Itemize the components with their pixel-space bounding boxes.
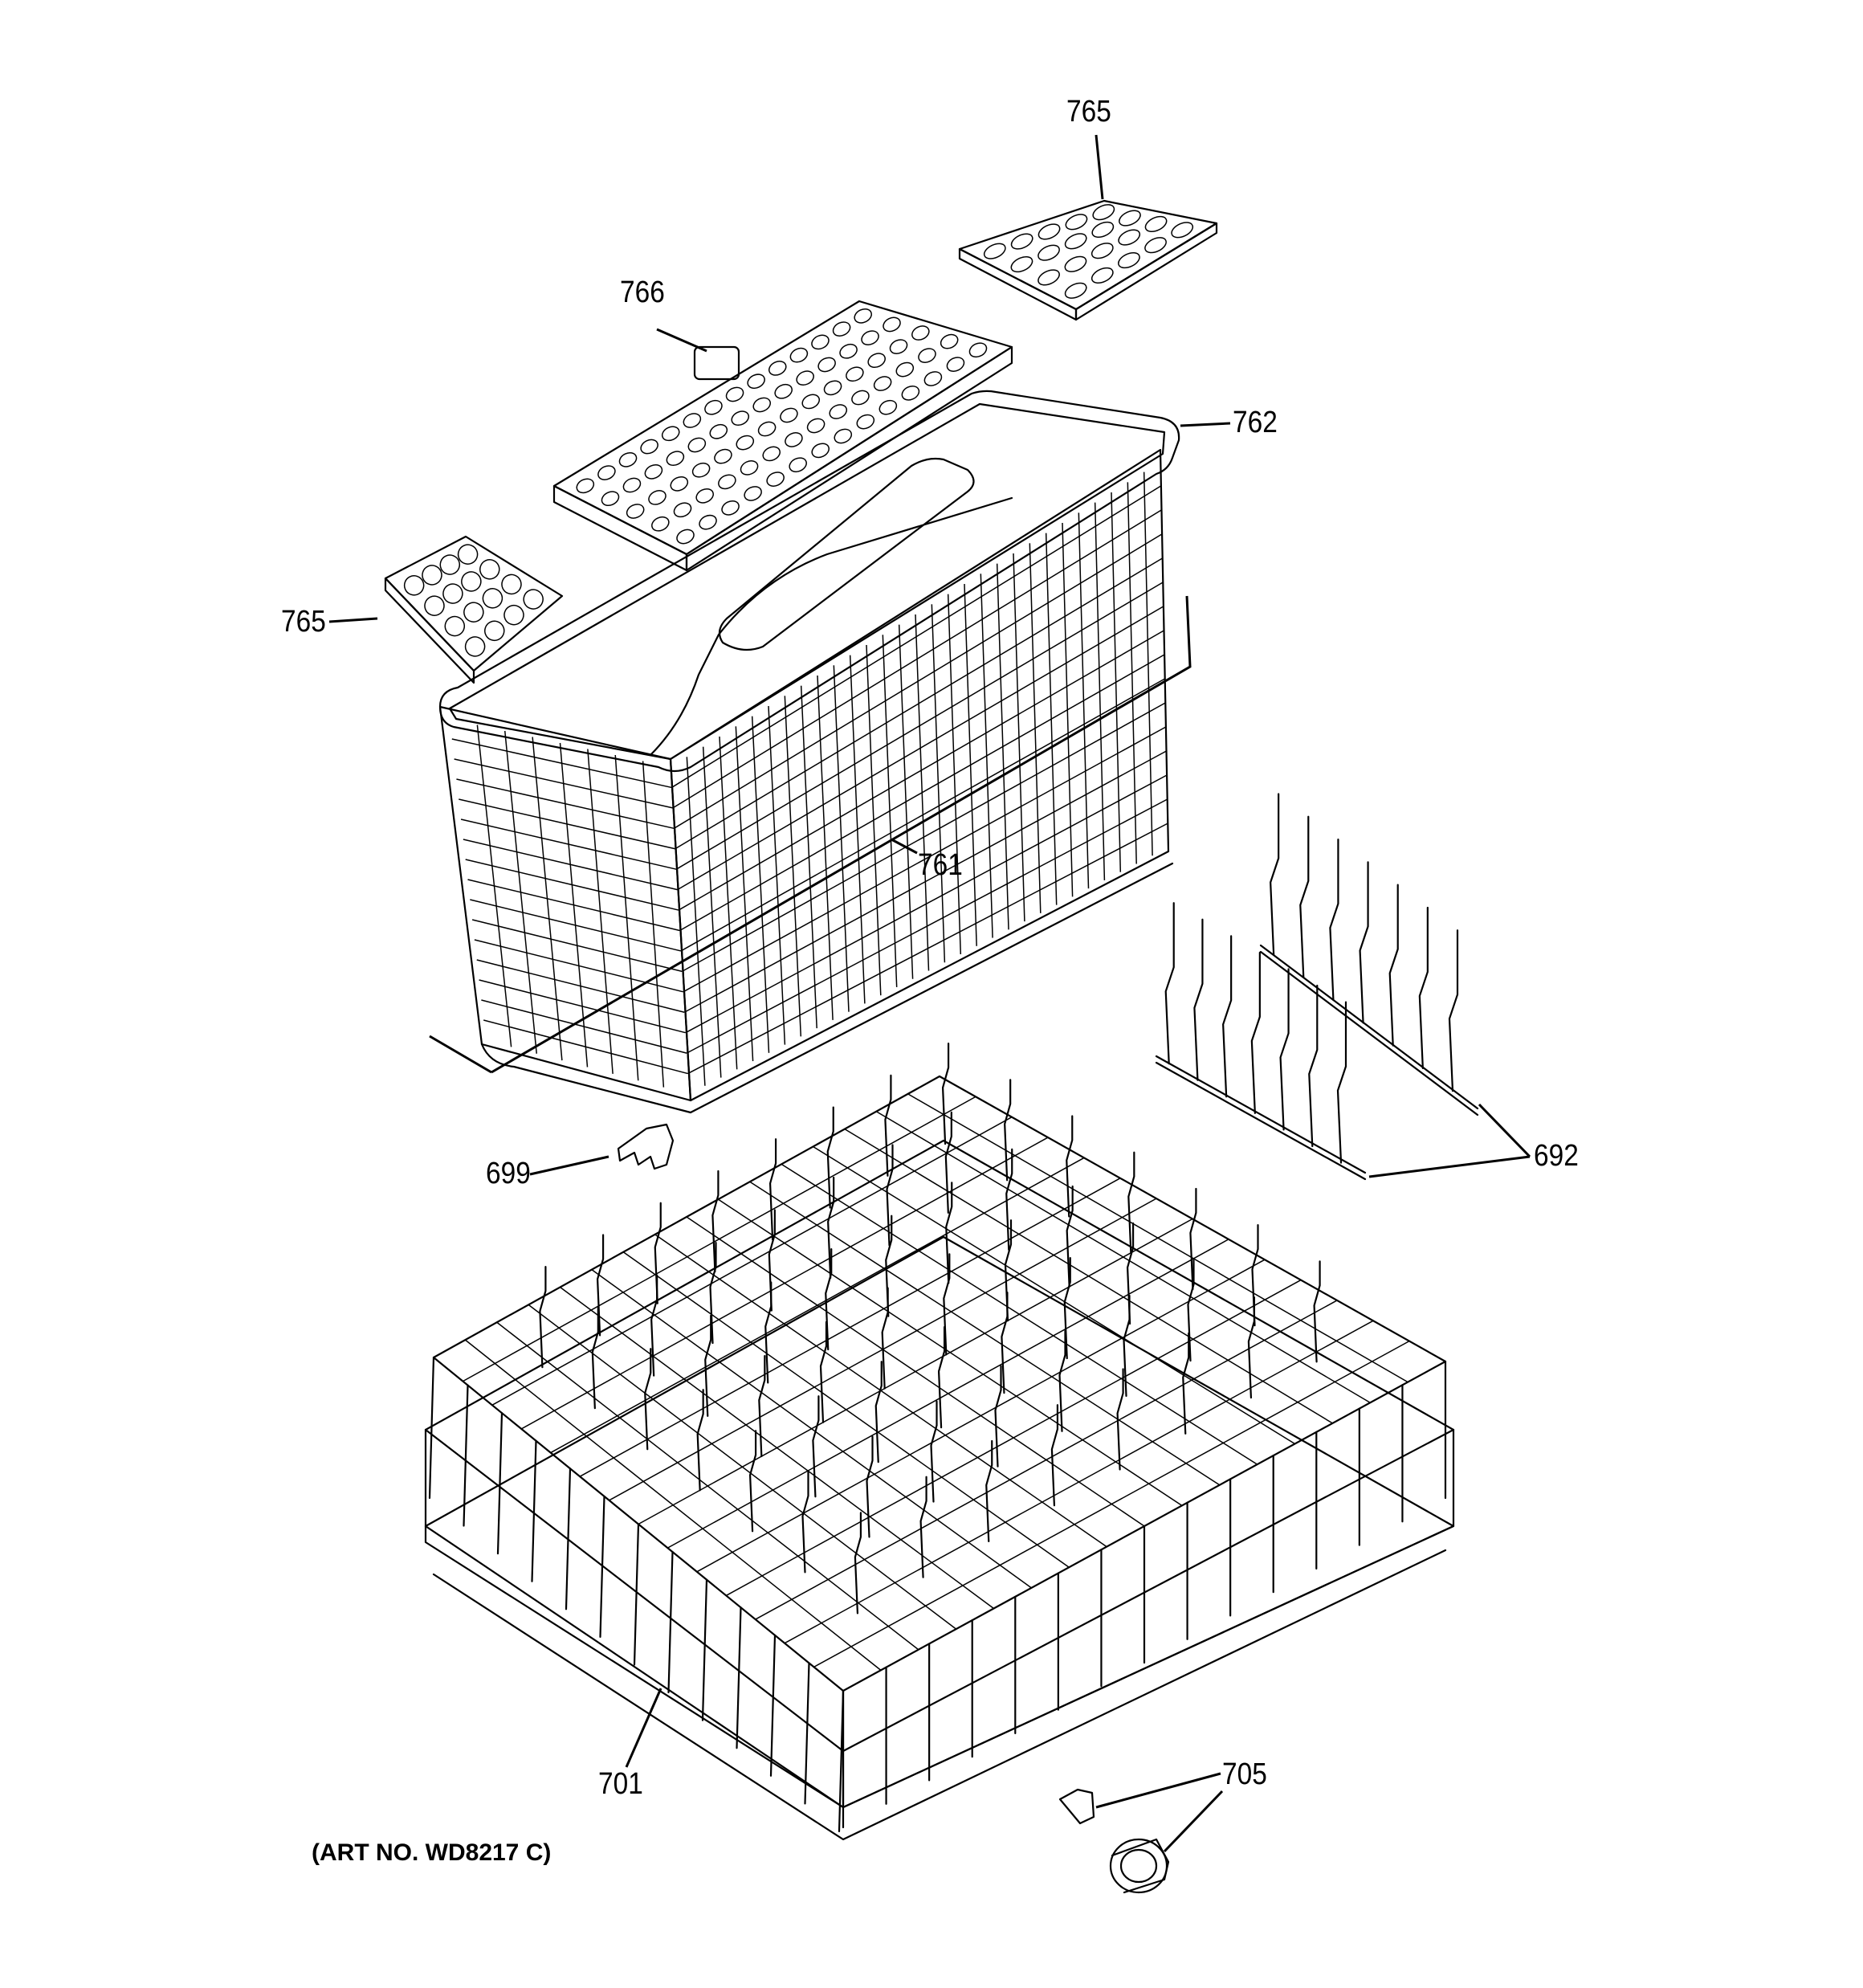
clip-699 xyxy=(617,1123,675,1170)
basket-761-bracket xyxy=(429,595,1192,1074)
tine-row-692 xyxy=(1155,793,1479,1181)
callout-765-top: 765 xyxy=(1066,95,1111,129)
wheel-705 xyxy=(1058,1788,1170,1894)
tray-766 xyxy=(552,300,1013,572)
callout-761: 761 xyxy=(918,848,963,882)
tray-765-left xyxy=(384,535,564,684)
callout-765-left: 765 xyxy=(281,605,326,639)
callout-762: 762 xyxy=(1233,406,1278,439)
callout-701: 701 xyxy=(598,1767,643,1801)
callout-692: 692 xyxy=(1534,1139,1579,1173)
tray-765-top xyxy=(958,199,1218,321)
callout-705: 705 xyxy=(1222,1757,1267,1791)
callout-766: 766 xyxy=(620,276,665,309)
callout-699: 699 xyxy=(486,1157,531,1190)
leader-lines xyxy=(328,134,1531,1853)
art-number: (ART NO. WD8217 C) xyxy=(312,1839,552,1866)
silverware-basket-761 xyxy=(438,390,1180,1114)
lower-rack-701 xyxy=(424,1043,1455,1841)
